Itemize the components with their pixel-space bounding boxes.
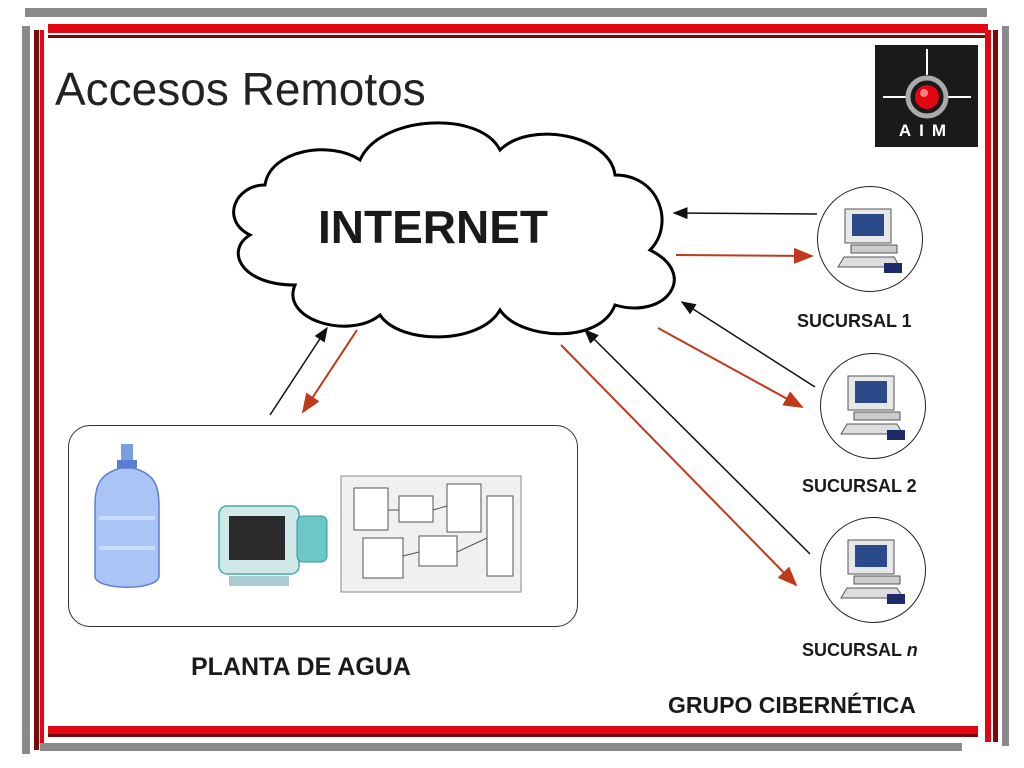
plant-illustration (94, 444, 522, 593)
frame-right-red-bar (985, 30, 991, 742)
arrow-sucursal2-to-internet (680, 301, 816, 388)
logo-text: AIM (898, 121, 955, 140)
computer-icon (837, 208, 902, 273)
frame-right-gray-bar (1002, 26, 1009, 746)
sucursal-1-label: SUCURSAL 1 (797, 311, 912, 331)
footer-brand: GRUPO CIBERNÉTICA (668, 692, 916, 718)
arrow-internet-to-sucursal1 (675, 247, 814, 264)
arrow-plant-to-internet (269, 326, 328, 416)
frame-top-red-bar (48, 24, 988, 33)
water-jug-icon (94, 444, 160, 588)
computer-icon (840, 539, 905, 604)
arrow-sucursal1-to-internet (672, 207, 818, 220)
crosshair-icon (883, 49, 971, 119)
arrow-internet-to-sucursal2 (657, 327, 804, 408)
sucursal-n-prefix: SUCURSAL (802, 640, 907, 660)
sucursal-n-suffix: n (906, 640, 918, 660)
frame-top-darkred-bar (48, 35, 988, 38)
frame-bottom-red-bar (48, 726, 978, 734)
database-schema-icon (340, 475, 522, 593)
internet-cloud-shape (232, 121, 676, 339)
arrow-sucursaln-to-internet (583, 328, 811, 555)
frame-bottom-darkred-bar (48, 734, 978, 737)
sucursal-2-computer (820, 353, 926, 459)
internet-label: INTERNET (318, 201, 548, 253)
sucursal-n-computer (820, 517, 926, 623)
computer-icon (218, 505, 328, 586)
sucursal-2-label: SUCURSAL 2 (802, 476, 917, 496)
arrow-internet-to-plant (301, 329, 358, 414)
computer-icon (840, 375, 905, 440)
arrow-internet-to-sucursaln (560, 344, 798, 587)
sucursal-1-computer (817, 186, 923, 292)
slide-title: Accesos Remotos (55, 63, 426, 115)
sucursal-n-label: SUCURSAL n (802, 640, 918, 661)
frame-left-darkred-bar (34, 30, 39, 750)
frame-left-gray-bar (22, 26, 30, 754)
aim-logo: AIM (875, 45, 978, 147)
frame-left-red-bar (40, 30, 44, 750)
frame-right-darkred-bar (993, 30, 998, 742)
frame-top-gray-bar (25, 8, 987, 17)
water-plant-box (68, 425, 578, 627)
plant-label: PLANTA DE AGUA (191, 653, 411, 681)
frame-bottom-gray-bar (40, 743, 962, 751)
